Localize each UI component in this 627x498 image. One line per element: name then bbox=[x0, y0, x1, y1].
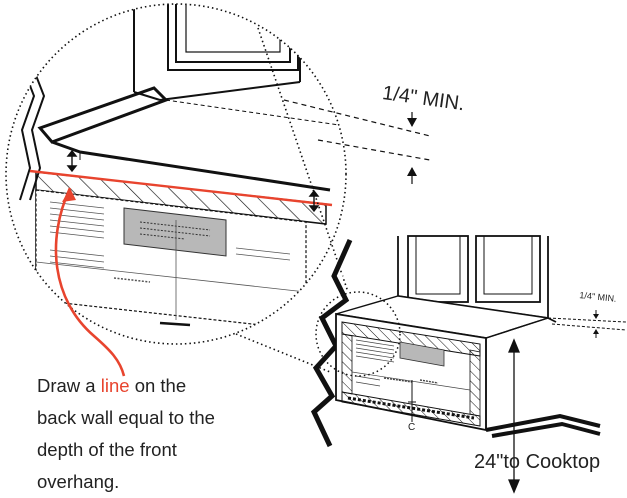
zoom-source-circle bbox=[315, 291, 401, 377]
zoom-circle bbox=[5, 3, 347, 345]
instruction-line-4: overhang. bbox=[37, 471, 120, 492]
hood-panel-zoom bbox=[35, 189, 307, 331]
centerline-mark bbox=[408, 380, 416, 422]
min-gap-dimension-large bbox=[283, 99, 431, 184]
zoom-detail bbox=[19, 4, 346, 331]
cooktop-edge bbox=[485, 413, 601, 438]
instruction-text: Draw a line on the back wall equal to th… bbox=[37, 370, 277, 498]
highlight-word: line bbox=[100, 375, 130, 396]
center-mark-label: C bbox=[408, 422, 416, 433]
clearance-arrow-left bbox=[66, 149, 78, 173]
cabinet-doors-zoom bbox=[133, 4, 301, 101]
min-gap-dimension-small bbox=[547, 310, 627, 338]
clearance-arrow-right bbox=[308, 189, 320, 213]
instruction-line-2: back wall equal to the bbox=[37, 407, 215, 428]
distance-label: 24"to Cooktop bbox=[474, 451, 600, 474]
instruction-line-3: depth of the front bbox=[37, 439, 177, 460]
distance-suffix: to Cooktop bbox=[503, 451, 601, 473]
range-hood bbox=[335, 295, 549, 432]
distance-arrow bbox=[508, 338, 520, 494]
cabinet-bottom-zoom bbox=[37, 86, 346, 192]
line-indicator-arrow bbox=[54, 187, 126, 377]
instruction-line-1: Draw a line on the bbox=[37, 375, 187, 396]
zoom-connectors bbox=[235, 27, 349, 373]
distance-value: 24" bbox=[474, 451, 504, 473]
